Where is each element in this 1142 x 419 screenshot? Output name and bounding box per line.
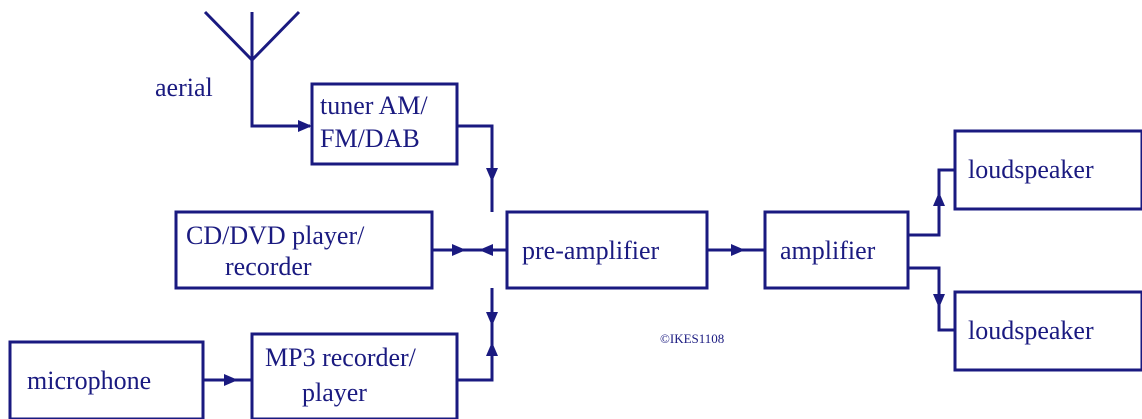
arrow-into-tuner <box>298 120 312 132</box>
amplifier-box <box>763 210 910 290</box>
preamp-label: pre-amplifier <box>522 236 659 265</box>
cd-dvd-label-line1: CD/DVD player/ <box>186 221 365 250</box>
preamp-box <box>505 210 709 290</box>
aerial-icon <box>203 10 301 63</box>
cd-dvd-label-line2: recorder <box>225 252 312 281</box>
cd-dvd-box <box>174 210 434 290</box>
aerial-label: aerial <box>155 73 213 102</box>
wire-mp3-preamp <box>457 288 494 382</box>
arrow-into-cd <box>452 244 466 256</box>
microphone-box <box>8 340 205 419</box>
arrow-tuner-down <box>486 168 498 182</box>
wire-tuner-preamp <box>457 124 494 212</box>
loudspeaker-top-label: loudspeaker <box>968 155 1094 184</box>
microphone-label: microphone <box>27 366 151 395</box>
wire-aerial-tuner <box>250 60 310 128</box>
mp3-box <box>250 332 459 419</box>
tuner-label-line1: tuner AM/ <box>320 91 428 120</box>
loudspeaker-top-box <box>953 129 1142 211</box>
arrow-up-to-preamp <box>486 342 498 356</box>
loudspeaker-bottom-label: loudspeaker <box>968 316 1094 345</box>
arrow-down-to-mp3 <box>486 312 498 326</box>
arrow-up-to-speaker <box>933 192 945 206</box>
mp3-label-line2: player <box>302 378 367 407</box>
tuner-box <box>310 82 459 166</box>
arrow-into-mp3 <box>224 374 238 386</box>
amplifier-label: amplifier <box>780 236 876 265</box>
mp3-label-line1: MP3 recorder/ <box>265 343 417 372</box>
wire-amp-speaker-bottom <box>908 266 955 332</box>
tuner-label-line2: FM/DAB <box>320 124 420 153</box>
arrow-into-preamp-from-cd <box>479 244 493 256</box>
loudspeaker-bottom-box <box>953 290 1142 372</box>
copyright-mark: ©IKES1108 <box>660 331 724 346</box>
arrow-into-amplifier <box>731 244 745 256</box>
wire-amp-speaker-top <box>908 168 955 237</box>
arrow-down-to-speaker <box>933 294 945 308</box>
